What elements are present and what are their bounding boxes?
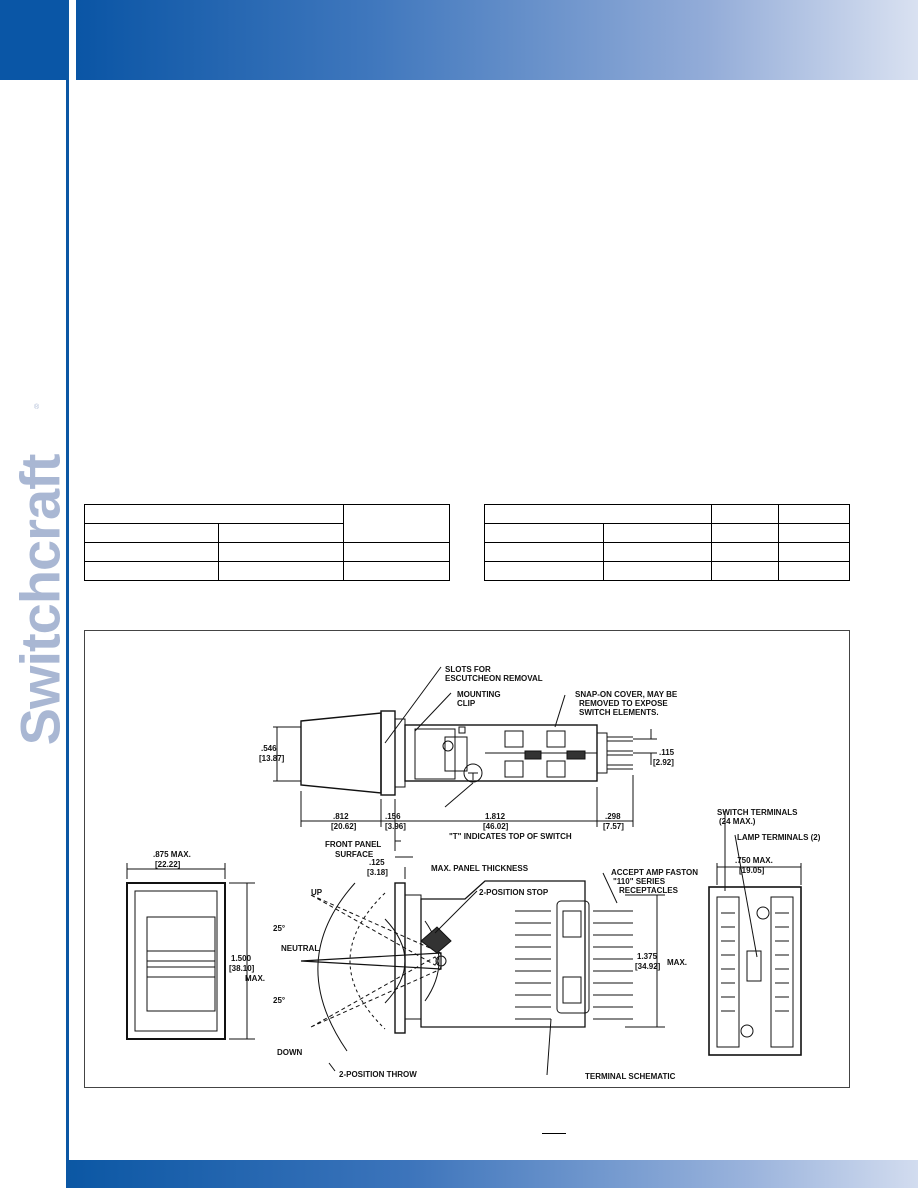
label-neutral: NEUTRAL (281, 944, 319, 953)
dim-1500: 1.500 (231, 954, 252, 963)
terminal-schematic (515, 910, 633, 1020)
label-accept-3: RECEPTACLES (619, 886, 679, 895)
label-down: DOWN (277, 1048, 303, 1057)
left-rule (66, 0, 69, 1188)
escutcheon-bottom (394, 882, 406, 1034)
label-slots-2: ESCUTCHEON REMOVAL (445, 674, 543, 683)
label-accept-1: ACCEPT AMP FASTON (611, 868, 698, 877)
dim-115-mm: [2.92] (653, 758, 674, 767)
corner-block (0, 0, 66, 80)
brand-logo: Switchcraft (8, 454, 72, 746)
dim-875-mm: [22.22] (155, 860, 181, 869)
dim-115: .115 (659, 748, 675, 757)
label-max-panel: MAX. PANEL THICKNESS (431, 864, 529, 873)
dim-298-mm: [7.57] (603, 822, 624, 831)
dim-1500-mm: [38.10] (229, 964, 255, 973)
label-front-panel-1: FRONT PANEL (325, 840, 381, 849)
dim-750-mm: [19.05] (739, 866, 765, 875)
dim-546: .546 (261, 744, 277, 753)
label-lamp-terminals: LAMP TERMINALS (2) (737, 833, 821, 842)
switch-body-bottom (420, 880, 586, 1028)
label-switch-terminals-2: (24 MAX.) (719, 817, 756, 826)
dim-298: .298 (605, 812, 621, 821)
footer-banner (66, 1160, 918, 1188)
spec-table-right (483, 504, 851, 581)
dim-546-mm: [13.87] (259, 754, 285, 763)
header-banner (76, 0, 918, 80)
bezel-side (394, 718, 406, 788)
label-mounting-2: CLIP (457, 699, 476, 708)
dim-125: .125 (369, 858, 385, 867)
label-angle-top: 25° (273, 924, 285, 933)
escutcheon-front (126, 882, 226, 1040)
dim-1375: 1.375 (637, 952, 658, 961)
label-switch-terminals-1: SWITCH TERMINALS (717, 808, 798, 817)
label-cover-3: SWITCH ELEMENTS. (579, 708, 659, 717)
brand-registered-mark: ® (34, 404, 40, 411)
escutcheon-side (380, 710, 396, 796)
dim-1500-max: MAX. (245, 974, 265, 983)
spec-table-left (83, 504, 451, 581)
label-two-position-throw: 2-POSITION THROW (339, 1070, 417, 1079)
dim-1812-mm: [46.02] (483, 822, 509, 831)
toggle-lever-up (310, 894, 442, 966)
dim-812: .812 (333, 812, 349, 821)
toggle-knob-side (300, 712, 382, 794)
label-accept-2: "110" SERIES (613, 877, 666, 886)
dim-156-mm: [3.96] (385, 822, 406, 831)
rear-view (708, 886, 802, 1056)
top-indicator-side (463, 763, 483, 783)
label-two-position-stop: 2-POSITION STOP (479, 888, 549, 897)
dim-812-mm: [20.62] (331, 822, 357, 831)
drawing-svg: SLOTS FOR ESCUTCHEON REMOVAL MOUNTING CL… (126, 665, 821, 1081)
dimension-drawing: SLOTS FOR ESCUTCHEON REMOVAL MOUNTING CL… (84, 630, 850, 1088)
dim-750: .750 MAX. (735, 856, 773, 865)
dim-125-mm: [3.18] (367, 868, 388, 877)
dim-1375-max: MAX. (667, 958, 687, 967)
dim-1812: 1.812 (485, 812, 506, 821)
label-terminal-schematic: TERMINAL SCHEMATIC (585, 1072, 676, 1081)
footer-rule (542, 1133, 566, 1134)
label-slots-1: SLOTS FOR (445, 665, 491, 674)
dim-156: .156 (385, 812, 401, 821)
dim-1375-mm: [34.92] (635, 962, 661, 971)
label-cover-1: SNAP-ON COVER, MAY BE (575, 690, 678, 699)
dim-875: .875 MAX. (153, 850, 191, 859)
label-cover-2: REMOVED TO EXPOSE (579, 699, 668, 708)
label-mounting-1: MOUNTING (457, 690, 501, 699)
label-up: UP (311, 888, 323, 897)
toggle-lever-down (310, 956, 442, 1028)
label-angle-bottom: 25° (273, 996, 285, 1005)
label-front-panel-2: SURFACE (335, 850, 374, 859)
label-top-indicator: "T" INDICATES TOP OF SWITCH (449, 832, 572, 841)
toggle-lever-neutral (300, 952, 442, 970)
